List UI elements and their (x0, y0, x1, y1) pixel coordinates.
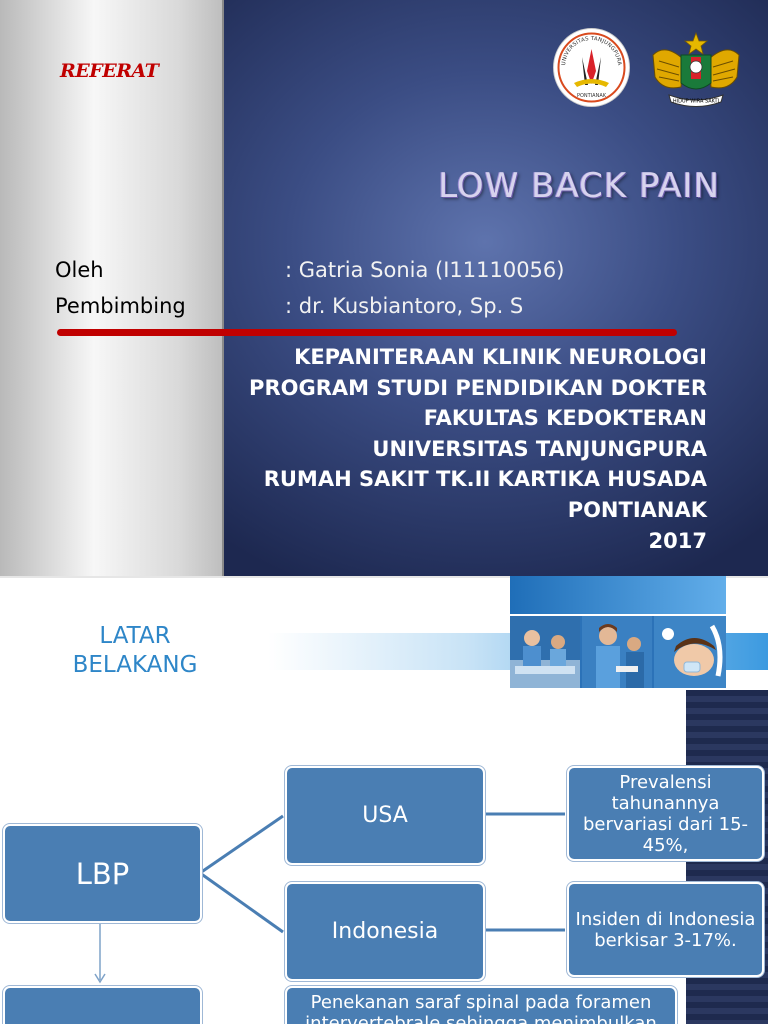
institution-line: 2017 (648, 528, 707, 553)
supervisor-label: Pembimbing (55, 294, 186, 318)
lbp-box: LBP (3, 824, 202, 923)
lbp-cause-box (3, 986, 202, 1024)
institution-line: FAKULTAS KEDOKTERAN (423, 406, 707, 431)
incidence-box: Insiden di Indonesia berkisar 3-17%. (567, 882, 764, 977)
presentation-title: LOW BACK PAIN (438, 166, 720, 206)
left-gray-panel (0, 0, 224, 576)
supervisor-value: : dr. Kusbiantoro, Sp. S (285, 294, 524, 318)
panel-divider (222, 0, 224, 576)
compression-box: Penekanan saraf spinal pada foramen inte… (285, 986, 677, 1024)
header-blue-block (510, 576, 726, 614)
author-value: : Gatria Sonia (I11110056) (285, 258, 565, 282)
untan-logo-text-bottom: PONTIANAK (577, 93, 607, 99)
slide-separator (0, 576, 768, 578)
medical-photo-strip (510, 616, 726, 688)
institution-line: UNIVERSITAS TANJUNGPURA (372, 436, 707, 461)
institution-line: RUMAH SAKIT TK.II KARTIKA HUSADA (263, 467, 707, 492)
institution-line: KEPANITERAAN KLINIK NEUROLOGI (294, 345, 707, 369)
background-slide: LATAR BELAKANG (0, 576, 768, 1024)
slide-title-line: BELAKANG (72, 652, 198, 678)
usa-box: USA (285, 766, 485, 865)
title-slide: REFERAT UNIVERSITAS TANJUNGPURA PONTIANA… (0, 0, 768, 576)
red-divider-line (57, 329, 677, 336)
referat-label: REFERAT (60, 60, 159, 82)
nurse-photo-icon (582, 616, 652, 688)
slide-title-line: LATAR (99, 623, 171, 649)
patient-mask-photo-icon (654, 616, 726, 688)
institution-line: PROGRAM STUDI PENDIDIKAN DOKTER (249, 375, 707, 400)
kartika-emblem-icon: HIDUP WIRA SAKTI (652, 31, 740, 107)
indonesia-box: Indonesia (285, 882, 485, 981)
institution-block: KEPANITERAAN KLINIK NEUROLOGI PROGRAM ST… (240, 342, 707, 556)
right-blue-panel (224, 0, 768, 576)
institution-line: PONTIANAK (567, 497, 707, 522)
kartika-emblem-text: HIDUP WIRA SAKTI (673, 99, 719, 105)
author-label: Oleh (55, 258, 104, 282)
prevalence-box: Prevalensi tahunannya bervariasi dari 15… (567, 766, 764, 861)
untan-logo-icon: UNIVERSITAS TANJUNGPURA PONTIANAK (553, 28, 630, 107)
diagram-connectors (94, 812, 565, 984)
slide-title: LATAR BELAKANG (60, 622, 210, 680)
surgery-team-photo-icon (510, 616, 580, 688)
